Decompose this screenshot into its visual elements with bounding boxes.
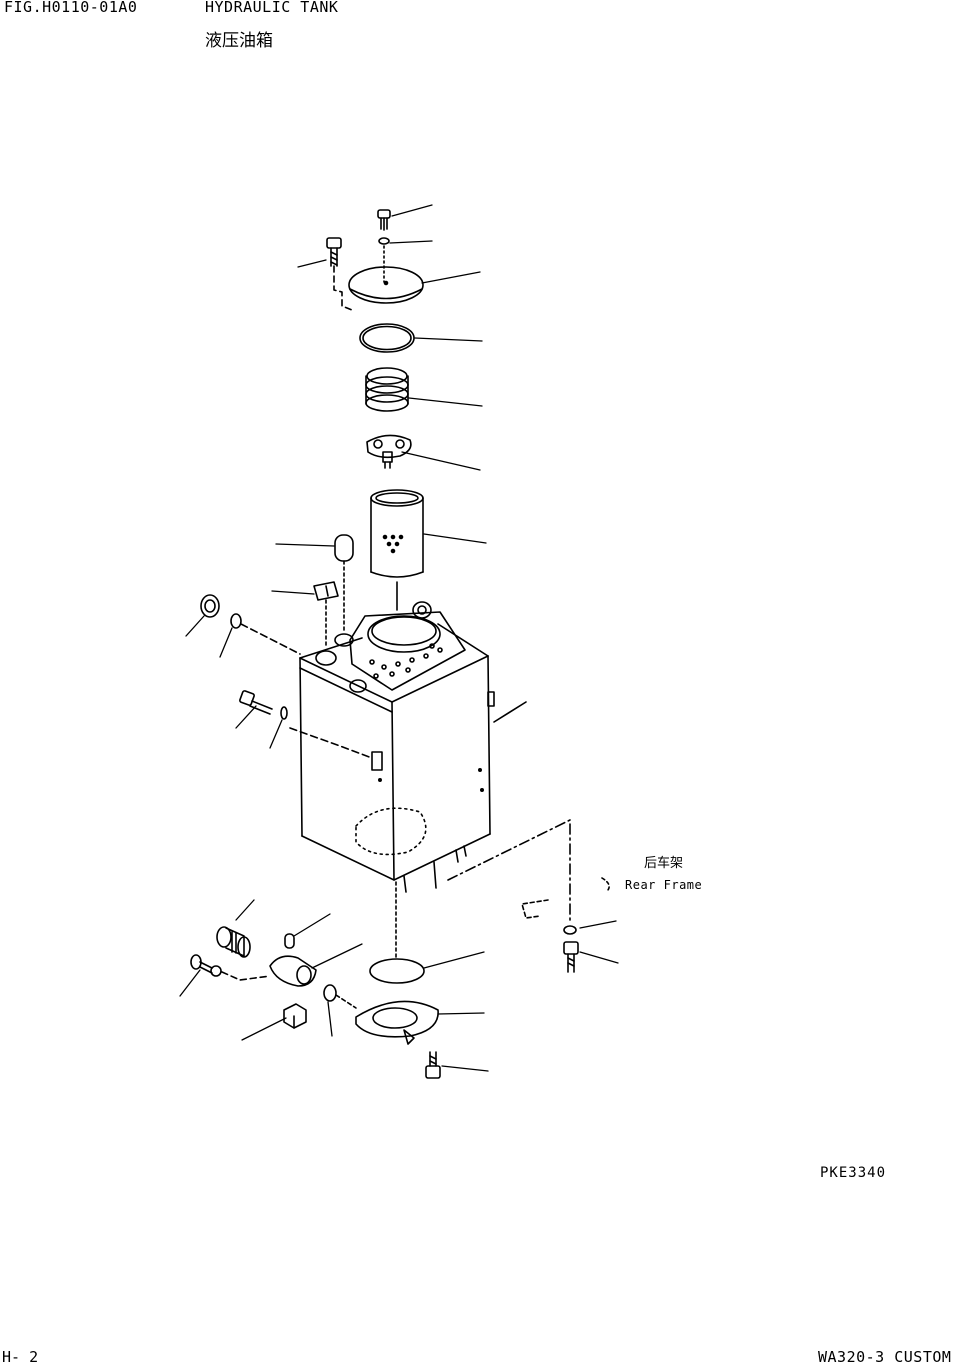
sight-gauge [335, 535, 353, 632]
top-plug-bolt [378, 210, 390, 230]
rear-frame-outline [448, 820, 609, 934]
rear-frame-label-english: Rear Frame [625, 878, 703, 892]
small-o-ring [324, 985, 356, 1008]
drain-bolt [426, 1052, 440, 1078]
machine-model: WA320-3 CUSTOM [818, 1348, 952, 1366]
side-o-ring [231, 614, 300, 654]
hex-nut [284, 1004, 306, 1028]
figure-title-english: HYDRAULIC TANK [205, 0, 339, 16]
drawing-reference-code: PKE3340 [820, 1165, 887, 1181]
hose-elbow [217, 927, 250, 957]
figure-id: FIG.H0110-01A0 [4, 0, 138, 16]
small-nipple [191, 955, 270, 980]
tee-fitting [270, 956, 316, 986]
leader-lines [180, 205, 618, 1071]
frame-bolt [564, 942, 578, 972]
page-number: H- 2 [2, 1348, 39, 1366]
rear-frame-label-chinese: 后车架 [644, 856, 684, 871]
side-bolt [239, 690, 287, 719]
bypass-valve [367, 435, 411, 468]
top-washer [379, 238, 389, 244]
cover-plate [349, 246, 423, 303]
o-ring-lower [370, 959, 424, 983]
o-ring-upper [360, 324, 414, 352]
hydraulic-tank-body [290, 602, 526, 892]
drain-flange [356, 1001, 438, 1044]
filter-element [371, 490, 423, 610]
level-plug [314, 582, 338, 646]
cap-bolt [327, 238, 352, 310]
side-plug [201, 595, 219, 617]
figure-title-chinese: 液压油箱 [205, 31, 273, 51]
small-plug [285, 934, 294, 948]
spring [366, 368, 408, 411]
